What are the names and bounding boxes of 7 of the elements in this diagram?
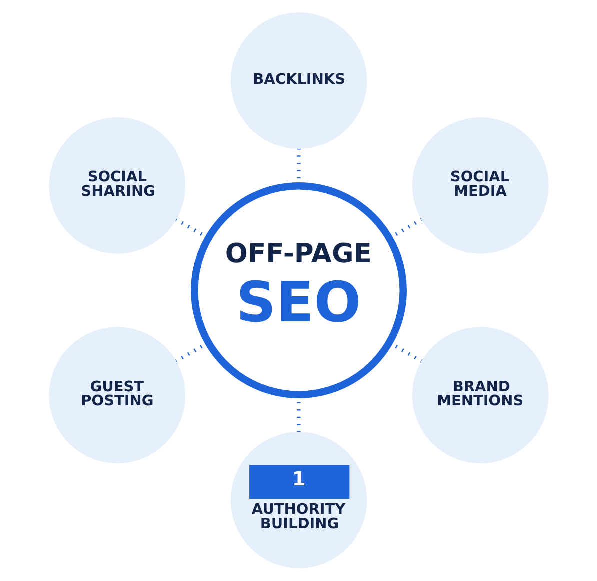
node-circle: SOCIAL SHARING [48, 117, 186, 254]
node-circle: GUEST POSTING [48, 327, 186, 464]
node-circle: BACKLINKS [230, 12, 367, 149]
node-circle: OFF-PAGE SEO [190, 182, 406, 398]
node-circle: BRAND MENTIONS [412, 327, 548, 464]
node-circle: SOCIAL MEDIA [412, 117, 548, 254]
node-circle: 1 AUTHORITY BUILDING [230, 432, 367, 568]
